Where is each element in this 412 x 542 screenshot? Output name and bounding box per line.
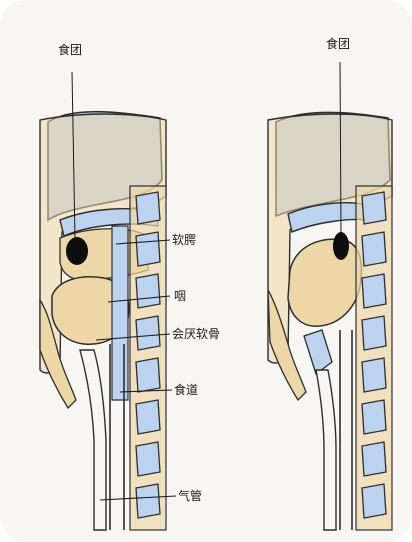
left-food-bolus	[66, 237, 88, 265]
vertebra	[136, 232, 160, 266]
right-tongue	[288, 239, 361, 326]
vertebra	[362, 400, 386, 434]
left-diagram: 食团 软腭 咽 会厌软骨 食道 气管	[40, 42, 220, 530]
right-bolus-label: 食团	[326, 36, 350, 51]
trachea-label: 气管	[178, 488, 202, 503]
vertebra	[136, 192, 160, 224]
vertebra	[136, 442, 160, 476]
pharynx-label: 咽	[174, 289, 186, 303]
vertebra	[136, 274, 160, 308]
vertebra	[362, 358, 386, 392]
vertebra	[362, 232, 386, 266]
right-larynx	[304, 330, 332, 374]
soft-palate-label: 软腭	[172, 233, 196, 247]
vertebra	[136, 358, 160, 392]
vertebra	[136, 316, 160, 350]
right-diagram: 食团	[268, 36, 392, 530]
vertebra	[362, 274, 386, 308]
epiglottis-label: 会厌软骨	[172, 327, 220, 341]
vertebra	[136, 400, 160, 434]
vertebra	[136, 484, 160, 518]
vertebra	[362, 442, 386, 476]
vertebra	[362, 484, 386, 518]
left-pharynx-passage	[112, 226, 128, 400]
vertebra	[362, 192, 386, 224]
left-trachea-tube	[80, 350, 106, 530]
esophagus-label: 食道	[174, 382, 198, 397]
right-food-bolus	[333, 232, 349, 260]
right-esophagus-tube	[340, 330, 352, 530]
left-bolus-label: 食团	[58, 42, 82, 57]
right-trachea-tube	[316, 370, 336, 530]
vertebra	[362, 316, 386, 350]
